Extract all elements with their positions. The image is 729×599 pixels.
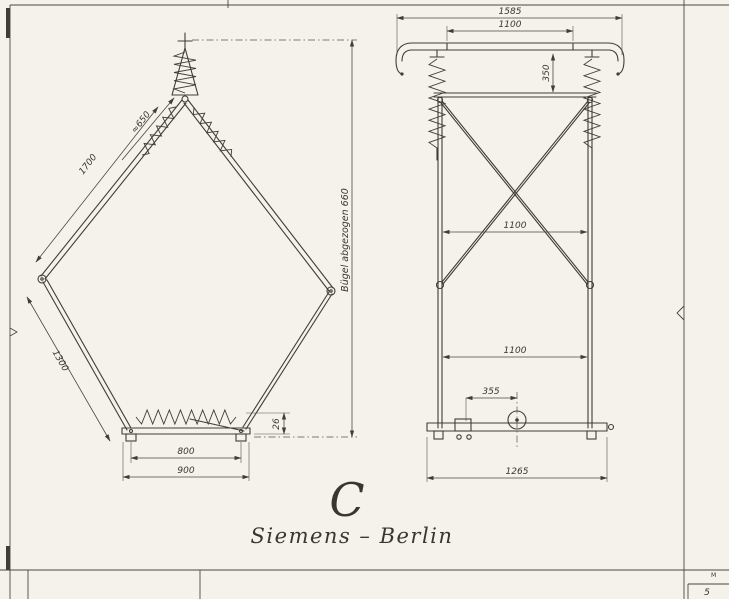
dim-1265-label: 1265 bbox=[506, 467, 529, 477]
side-knee-joints bbox=[37, 274, 336, 296]
dim-1100-lower-label: 1100 bbox=[504, 346, 527, 356]
side-dim-overall-height: Bügel abgezogen 660 bbox=[192, 39, 357, 438]
side-upper-arms bbox=[40, 99, 334, 292]
side-dim-base-height: 26 bbox=[246, 412, 290, 435]
front-base-bar bbox=[426, 392, 615, 450]
dim-26-label: 26 bbox=[272, 418, 282, 430]
corner-annotations: M 5 bbox=[704, 572, 716, 598]
dim-1300-label: 1300 bbox=[50, 349, 70, 374]
front-dim-head-overall: 1585 bbox=[396, 7, 623, 55]
front-top-crossbar bbox=[433, 92, 597, 98]
maker-label: Siemens – Berlin bbox=[251, 524, 454, 548]
front-dim-base-offset: 355 bbox=[465, 387, 518, 421]
dim-900-label: 900 bbox=[177, 466, 194, 476]
front-cross-bracing bbox=[440, 100, 590, 285]
front-dim-head-inner: 1100 bbox=[446, 20, 574, 41]
dim-1585-label: 1585 bbox=[499, 7, 522, 17]
dim-800-label: 800 bbox=[177, 447, 194, 457]
corner-letter: M bbox=[711, 572, 716, 579]
drawing-title: C Siemens – Berlin bbox=[251, 473, 454, 548]
pantograph-front-view: 1585 1100 350 1100 1100 355 bbox=[395, 7, 625, 482]
side-lower-arms bbox=[42, 279, 333, 431]
side-base-frame bbox=[121, 408, 251, 442]
dim-1700-label: 1700 bbox=[77, 152, 99, 176]
fold-mark-right bbox=[676, 305, 685, 321]
title-letter: C bbox=[329, 473, 364, 527]
dim-350-label: 350 bbox=[542, 64, 552, 81]
front-frame-members bbox=[435, 96, 595, 429]
side-head-springs bbox=[141, 106, 233, 158]
front-dim-base-overall: 1265 bbox=[426, 437, 608, 482]
fold-mark-left bbox=[9, 327, 18, 337]
front-dim-frame-lower: 1100 bbox=[442, 346, 588, 360]
registration-mark-bottom-left bbox=[6, 546, 10, 570]
pantograph-side-view: 800 900 26 1700 ≈650 1300 bbox=[26, 32, 357, 481]
side-dim-base-inner: 800 bbox=[130, 442, 242, 463]
registration-mark-top-left bbox=[6, 8, 10, 38]
dim-355-label: 355 bbox=[482, 387, 499, 397]
side-dim-base-outer: 900 bbox=[122, 442, 250, 481]
front-suspension-springs bbox=[427, 49, 602, 161]
front-dim-head-height: 350 bbox=[542, 53, 556, 93]
front-dim-frame-mid: 1100 bbox=[442, 221, 588, 235]
dim-650-label: ≈650 bbox=[130, 110, 153, 136]
side-collector-head bbox=[171, 32, 199, 103]
note-buegel-abgezogen: Bügel abgezogen 660 bbox=[340, 188, 351, 292]
dim-1100-mid-label: 1100 bbox=[504, 221, 527, 231]
sheet-number: 5 bbox=[704, 588, 710, 598]
front-collector-bow bbox=[395, 42, 625, 76]
dim-1100-top-label: 1100 bbox=[499, 20, 522, 30]
